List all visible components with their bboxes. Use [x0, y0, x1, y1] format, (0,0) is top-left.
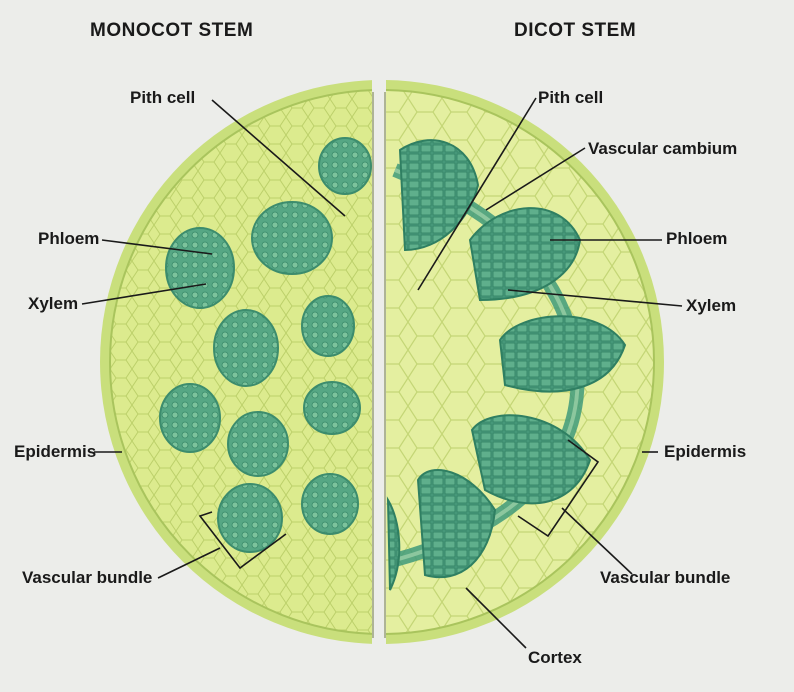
monocot-pith-cell-label: Pith cell [130, 88, 196, 107]
dicot-xylem-label: Xylem [686, 296, 737, 315]
dicot-heading: DICOT STEM [514, 20, 637, 41]
dicot-vascular-bundles [386, 139, 627, 591]
dicot-epidermis-label: Epidermis [664, 442, 747, 461]
dicot-phloem-label: Phloem [666, 229, 728, 248]
dicot-vascular-bundle-label: Vascular bundle [600, 568, 731, 587]
monocot-phloem-label: Phloem [38, 229, 100, 248]
dicot-cortex-label: Cortex [528, 648, 582, 667]
monocot-epidermis-label: Epidermis [14, 442, 97, 461]
monocot-vascular-bundle-label: Vascular bundle [22, 568, 153, 587]
dicot-cross-section [386, 80, 664, 644]
monocot-leader-lines [81, 99, 346, 579]
monocot-vascular-bundles [159, 137, 372, 553]
dicot-vascular-cambium-label: Vascular cambium [588, 139, 738, 158]
monocot-cross-section [100, 80, 372, 644]
dicot-leader-lines [417, 97, 683, 649]
center-divider [372, 90, 386, 640]
monocot-xylem-label: Xylem [28, 294, 79, 313]
dicot-pith-cell-label: Pith cell [538, 88, 604, 107]
monocot-heading: MONOCOT STEM [90, 20, 254, 41]
